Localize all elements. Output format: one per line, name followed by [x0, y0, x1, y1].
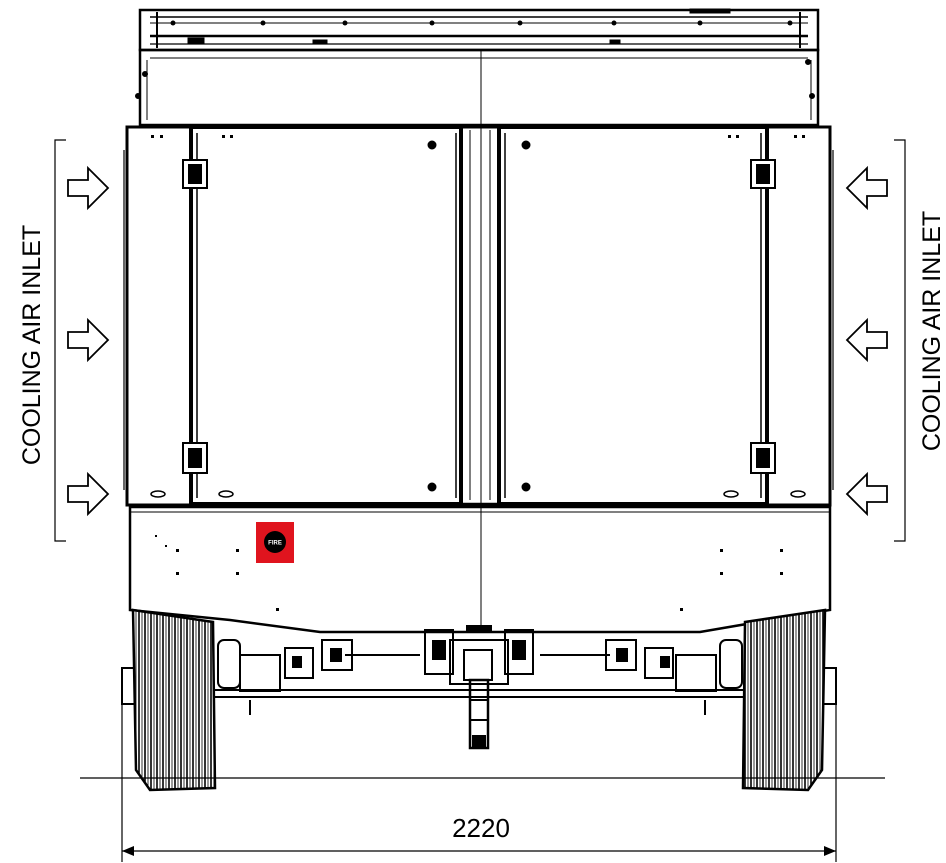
right-inlet-label: COOLING AIR INLET: [918, 211, 946, 451]
upper-body-band: [135, 48, 820, 127]
arrow-right-icon: [67, 471, 110, 517]
right-inlet-arrows: [845, 165, 888, 517]
undercarriage-fills: [292, 625, 670, 747]
arrow-left-icon: [845, 471, 888, 517]
roof-bolts: [170, 20, 793, 26]
fire-badge-label: FIRE: [268, 541, 282, 547]
center-post: [459, 50, 501, 630]
right-inlet-bracket: [894, 139, 906, 542]
left-inlet-arrows: [67, 165, 110, 517]
left-inlet-label: COOLING AIR INLET: [18, 225, 46, 465]
arrow-left-icon: [845, 317, 888, 363]
door-hinges: [182, 159, 776, 474]
housing-rivets: [151, 135, 805, 138]
chassis-skirt: [128, 505, 832, 634]
undercarriage: [121, 629, 837, 750]
housing: [123, 125, 834, 507]
arrow-right-icon: [67, 317, 110, 363]
fire-badge-icon: FIRE: [256, 522, 294, 563]
arrow-right-icon: [67, 165, 110, 211]
right-wheel: [741, 608, 827, 792]
left-wheel: [131, 608, 217, 792]
skirt-dots: [155, 535, 783, 611]
arrow-left-icon: [845, 165, 888, 211]
width-dimension-label: 2220: [452, 813, 510, 843]
roof-frame: [138, 8, 820, 52]
width-dimension: [121, 702, 837, 862]
left-inlet-bracket: [54, 139, 66, 542]
